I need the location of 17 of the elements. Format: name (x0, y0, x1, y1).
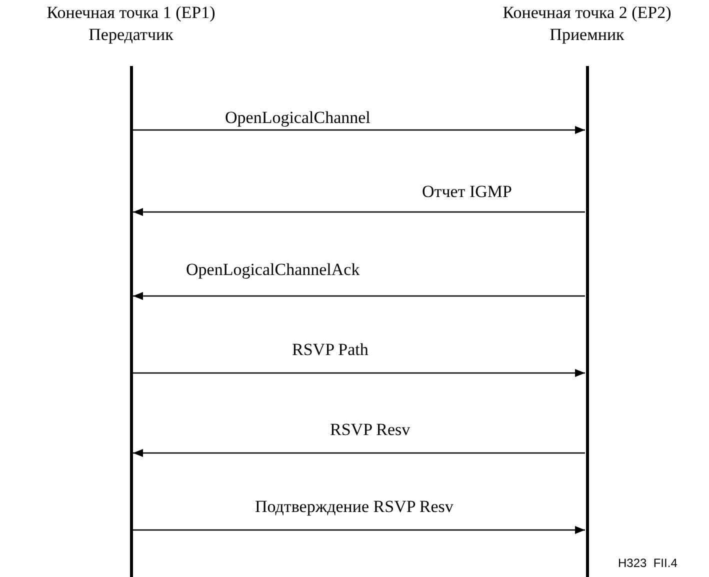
message-arrow (133, 208, 585, 216)
message-label: Подтверждение RSVP Resv (255, 497, 454, 517)
message-label: OpenLogicalChannelAck (186, 260, 360, 280)
participant-role: Приемник (548, 24, 626, 46)
message-arrow (133, 126, 585, 134)
participant-role: Передатчик (88, 24, 174, 46)
message-label: RSVP Path (292, 340, 368, 360)
message-arrow (133, 449, 585, 457)
participant-name: Конечная точка 2 (EP2) (502, 2, 672, 24)
message-label: RSVP Resv (330, 420, 410, 440)
participant-name: Конечная точка 1 (EP1) (46, 2, 216, 24)
figure-id: H323 FII.4 (618, 556, 678, 570)
message-arrow (133, 526, 585, 534)
message-label: OpenLogicalChannel (225, 108, 370, 128)
message-label: Отчет IGMP (422, 182, 512, 202)
message-arrow (133, 369, 585, 377)
message-arrow (133, 292, 585, 300)
